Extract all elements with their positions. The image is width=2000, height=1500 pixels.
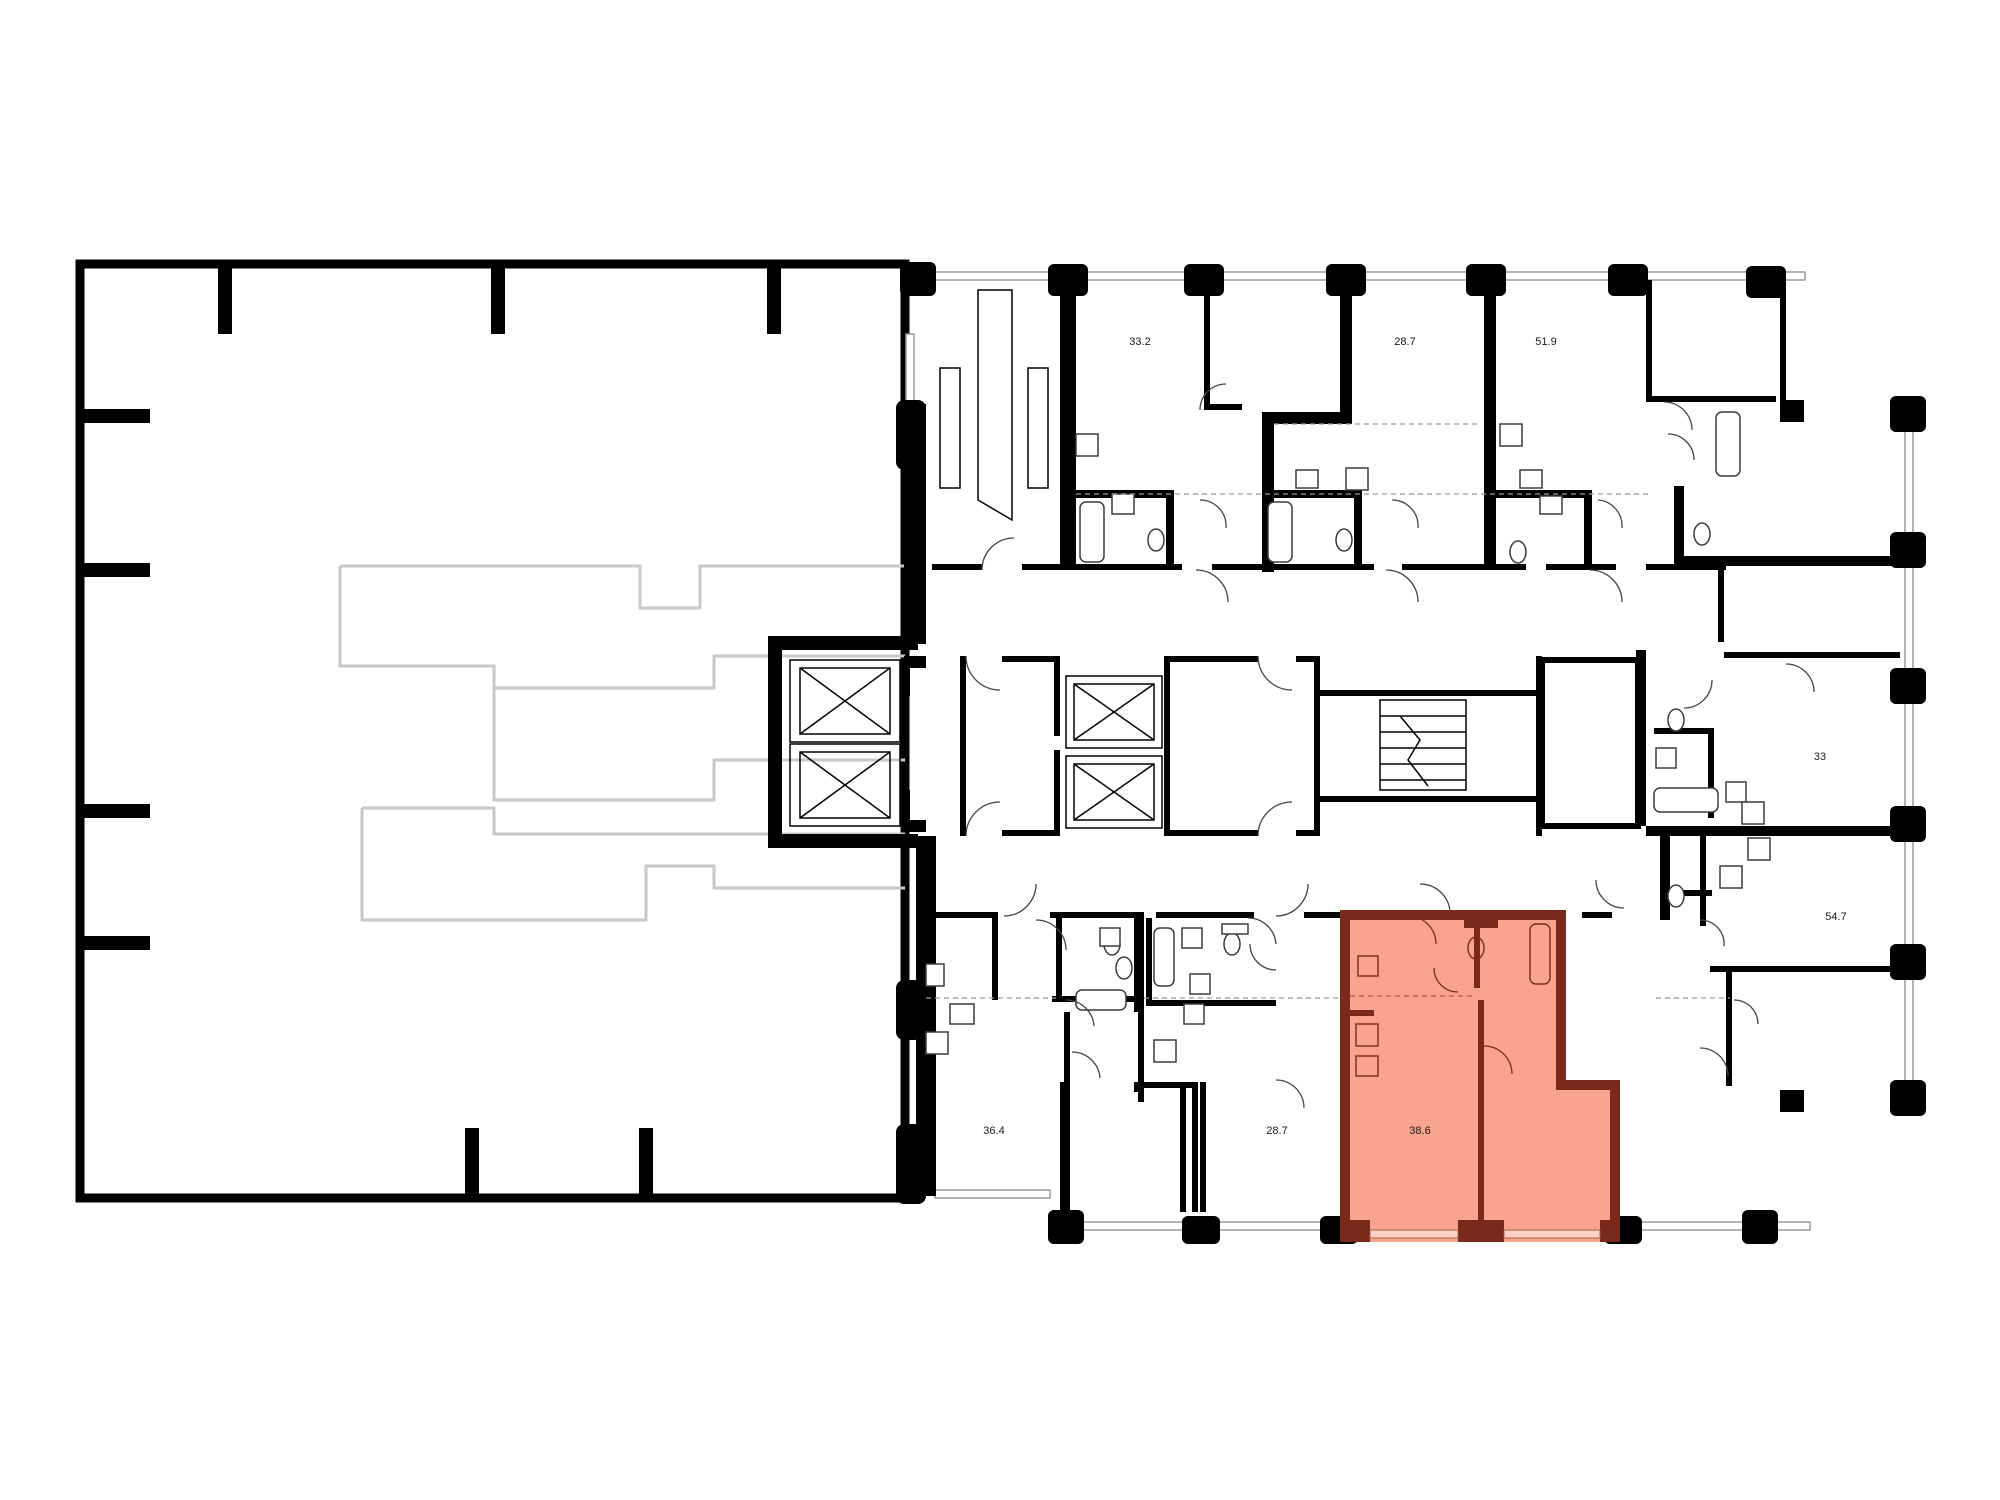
unit-area-label: 36.4	[983, 1125, 1004, 1137]
left-block	[75, 259, 910, 1203]
unit-area-label: 33.2	[1129, 336, 1150, 348]
unit-area-label: 54.7	[1825, 911, 1846, 923]
core	[789, 655, 1641, 837]
unit-area-label: 51.9	[1535, 336, 1556, 348]
right-apartments	[1636, 411, 1910, 1086]
area-labels: 33.2 28.7 51.9 33 54.7 36.4 28.7 38.6	[983, 336, 1846, 1137]
top-apartments	[932, 280, 1786, 603]
unit-area-label: 28.7	[1394, 336, 1415, 348]
highlighted-unit	[1340, 910, 1620, 1242]
roof-outline	[338, 564, 905, 922]
building-shell	[768, 262, 1926, 1244]
unit-area-label-highlighted: 38.6	[1409, 1125, 1430, 1137]
unit-area-label: 33	[1814, 751, 1826, 763]
unit-area-label: 28.7	[1266, 1125, 1287, 1137]
